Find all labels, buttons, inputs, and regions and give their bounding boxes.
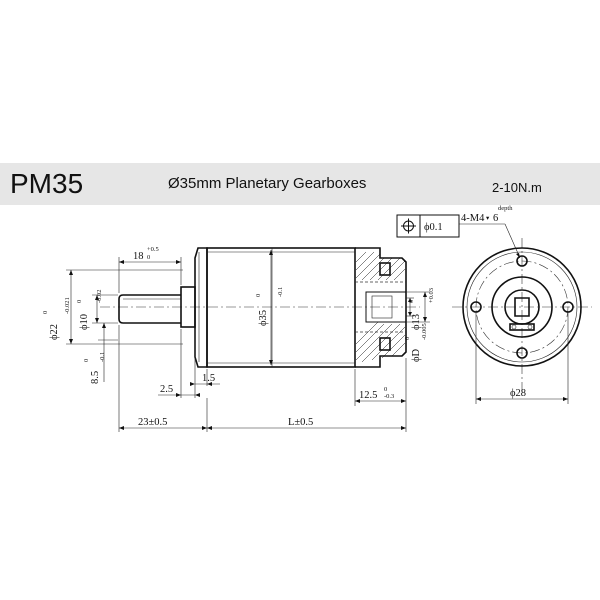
- flat-height-value: 8.5: [90, 371, 101, 384]
- dim-flat-height: 8.5 0 -0.1: [83, 323, 118, 384]
- dim-overall: 23±0.5 L±0.5: [118, 325, 407, 432]
- shaft-length-value: 18: [133, 251, 144, 262]
- input-coupling: [371, 295, 393, 319]
- flat-height-tol: -0.1: [99, 352, 106, 362]
- position-tolerance-frame: ϕ0.1: [396, 214, 460, 238]
- end-view: ϕ28 4-M4 ▾ 6 depth ϕ0.1: [396, 205, 592, 404]
- dim-boss-diameter: ϕ22 0 -0.021: [42, 269, 183, 345]
- side-view: 18 +0.5 0 ϕ22 0 -0.021 ϕ10 0: [42, 246, 435, 432]
- dim-input-diameter: ϕD 0 -0.005: [404, 297, 428, 362]
- boss-diameter-tol-upper: 0: [42, 311, 49, 314]
- outer-chamfer: [466, 251, 578, 363]
- input-diameter-value: ϕD: [411, 348, 422, 362]
- bore-diameter-value: ϕ13: [411, 314, 422, 330]
- shaft-length-tol-upper: +0.5: [147, 246, 159, 253]
- input-diameter-tol: -0.005: [421, 323, 428, 340]
- input-diameter-tol-upper: 0: [404, 337, 411, 340]
- hole-depth-label: depth: [498, 205, 513, 212]
- set-screw-bottom: [379, 337, 391, 351]
- input-depth-tol: -0.3: [384, 393, 394, 400]
- dim-boss-flange: 2.5 1.5: [158, 329, 220, 398]
- body-diameter-tol: -0.1: [277, 287, 284, 297]
- output-shaft: [118, 294, 181, 324]
- dim-input-depth: 12.5 0 -0.3: [354, 358, 407, 406]
- input-bore: [365, 291, 407, 323]
- mount-hole-bottom: [516, 347, 528, 359]
- body-diameter-tol-upper: 0: [255, 294, 262, 297]
- bore-diameter-tol: +0.03: [428, 288, 435, 303]
- flange-thickness-value: 1.5: [202, 373, 215, 384]
- gearbox-body: [206, 247, 356, 368]
- input-depth-tol-upper: 0: [384, 386, 387, 393]
- flat-height-tol-upper: 0: [83, 359, 90, 362]
- input-depth-value: 12.5: [359, 390, 377, 401]
- hole-spec: 4-M4: [461, 213, 485, 224]
- set-screw-top: [379, 262, 391, 276]
- boss-diameter-value: ϕ22: [49, 324, 60, 340]
- shaft-diameter-tol-upper: 0: [76, 300, 83, 303]
- pitch-circle: [475, 260, 569, 354]
- front-length-value: 23±0.5: [138, 417, 167, 428]
- input-section: [355, 247, 407, 368]
- boss-diameter-tol: -0.021: [64, 297, 71, 314]
- torque-range: 2-10N.m: [492, 180, 542, 195]
- hole-depth-symbol: ▾: [486, 215, 490, 222]
- product-description: Ø35mm Planetary Gearboxes: [168, 175, 367, 192]
- model-name: PM35: [10, 168, 84, 199]
- front-flange: [194, 247, 208, 368]
- bore-keyway: [514, 297, 530, 317]
- body-length-value: L±0.5: [288, 417, 313, 428]
- shaft-diameter-tol: -0.02: [96, 289, 103, 303]
- outer-circle: [462, 247, 582, 367]
- hub-circle: [491, 276, 553, 338]
- section-hatch-top: [355, 251, 406, 281]
- clamp-head-left: [511, 324, 517, 330]
- dim-shaft-diameter: ϕ10 0 -0.02: [76, 289, 118, 330]
- body-diameter-value: ϕ35: [258, 310, 269, 326]
- pcd-value: ϕ28: [510, 388, 526, 399]
- boss-length-value: 2.5: [160, 384, 173, 395]
- dim-body-diameter: ϕ35 0 -0.1: [255, 250, 284, 365]
- dim-shaft-length: 18 +0.5 0: [118, 246, 182, 293]
- shaft-length-tol-lower: 0: [147, 254, 150, 261]
- position-tol-value: ϕ0.1: [424, 222, 443, 233]
- clamp-screw: [509, 323, 535, 331]
- title-bar: PM35 Ø35mm Planetary Gearboxes 2-10N.m: [0, 163, 600, 205]
- hole-callout: 4-M4 ▾ 6 depth: [459, 205, 521, 259]
- dim-pcd: ϕ28: [475, 312, 569, 404]
- section-hatch-bottom: [355, 321, 406, 363]
- clamp-head-right: [527, 324, 533, 330]
- hole-depth-value: 6: [493, 213, 498, 224]
- mount-hole-top: [516, 255, 528, 267]
- shaft-diameter-value: ϕ10: [79, 314, 90, 330]
